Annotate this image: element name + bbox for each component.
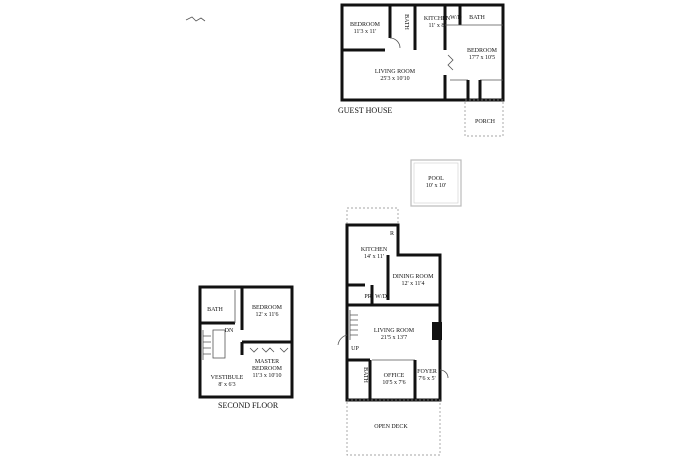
- mh-dining-size: 12' x 11'4: [402, 281, 425, 287]
- mh-deck-label: OPEN DECK: [374, 424, 408, 430]
- mh-foyer-size: 7'6 x 5': [418, 376, 435, 382]
- mh-living-label: LIVING ROOM: [374, 328, 415, 334]
- gh-wd-label: W/D: [450, 15, 462, 21]
- mh-office-label: OFFICE: [384, 373, 405, 379]
- sf-master-label2: BEDROOM: [252, 366, 283, 372]
- gh-bedroom2-size: 17'7 x 10'5: [469, 55, 495, 61]
- sf-vestibule-label: VESTIBULE: [211, 375, 244, 381]
- mh-wd-label: W/D: [375, 294, 387, 300]
- gh-bath2-label: BATH: [469, 15, 485, 21]
- sf-bath-label: BATH: [207, 307, 223, 313]
- mh-living-size: 21'5 x 13'7: [381, 335, 407, 341]
- mh-foyer-label: FOYER: [417, 369, 437, 375]
- main-house-plan: [337, 207, 449, 456]
- mh-pr-label: PR: [364, 294, 371, 300]
- gh-porch-label: PORCH: [475, 119, 496, 125]
- pool-label: POOL: [428, 176, 444, 182]
- gh-living-label: LIVING ROOM: [375, 69, 416, 75]
- pool-size: 10' x 10': [426, 183, 446, 189]
- gh-living-size: 25'3 x 10'10: [380, 76, 409, 82]
- sf-bedroom-label: BEDROOM: [252, 305, 283, 311]
- mh-office-size: 10'5 x 7'6: [382, 380, 405, 386]
- sf-master-label: MASTER: [255, 359, 279, 365]
- guest-house-title: GUEST HOUSE: [338, 106, 392, 115]
- scribble-mark: [185, 16, 206, 22]
- sf-dn-label: DN: [225, 328, 234, 334]
- mh-kitchen-size: 14' x 11': [364, 254, 384, 260]
- gh-bedroom-size: 11'3 x 11': [354, 29, 377, 35]
- sf-vestibule-size: 8' x 6'3: [218, 382, 235, 388]
- guest-house-plan: [340, 3, 505, 137]
- gh-kitchen-size: 11' x 8': [429, 23, 446, 29]
- sf-bedroom-size: 12' x 11'6: [256, 312, 279, 318]
- mh-bath-label: BATH: [362, 367, 368, 383]
- gh-bedroom-label: BEDROOM: [350, 22, 381, 28]
- gh-kitchen-label: KITCHEN: [424, 16, 451, 22]
- sf-master-size: 11'3 x 10'10: [253, 373, 282, 379]
- gh-bedroom2-label: BEDROOM: [467, 48, 498, 54]
- second-floor-title: SECOND FLOOR: [218, 401, 279, 410]
- mh-dining-label: DINING ROOM: [393, 274, 434, 280]
- pool-plan: [410, 159, 462, 207]
- second-floor-plan: [198, 285, 294, 399]
- mh-kitchen-label: KITCHEN: [361, 247, 388, 253]
- mh-fridge-label: R: [390, 231, 394, 237]
- mh-up-label: UP: [351, 346, 359, 352]
- gh-bath-label: BATH: [403, 14, 409, 30]
